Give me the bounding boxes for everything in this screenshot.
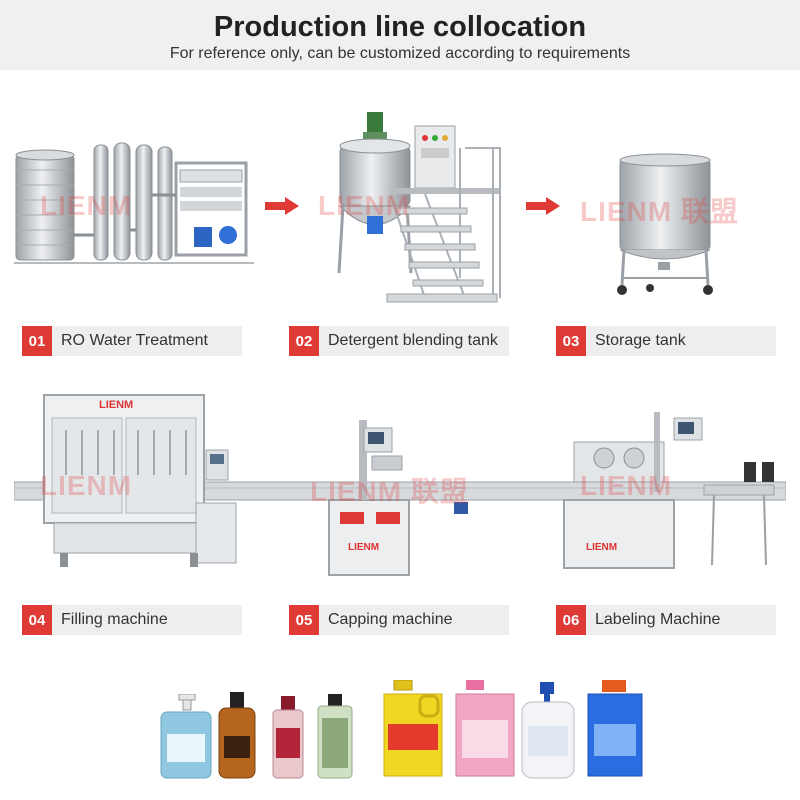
hand-soap-bottle-image: [160, 694, 212, 779]
step-label-text: Filling machine: [61, 611, 168, 628]
step-label-02: 02 Detergent blending tank: [289, 326, 509, 356]
ro-water-treatment-image: [14, 142, 254, 264]
step-label-text: Storage tank: [595, 332, 686, 349]
filler-brand-text: LIENM: [99, 399, 133, 411]
shampoo-bottle-image: [218, 692, 256, 779]
header-banner: Production line collocation For referenc…: [0, 0, 800, 70]
capper-brand-text: LIENM: [348, 542, 379, 553]
step-label-04: 04 Filling machine: [22, 605, 242, 635]
step-label-text: Capping machine: [328, 611, 453, 628]
shower-gel-bottle-image: [317, 694, 353, 779]
step-number-badge: 05: [289, 605, 319, 635]
step-number-badge: 04: [22, 605, 52, 635]
white-detergent-bottle-image: [521, 682, 575, 779]
step-number-badge: 06: [556, 605, 586, 635]
flow-arrow-icon: [526, 197, 560, 215]
labeler-brand-text: LIENM: [586, 542, 617, 553]
step-label-text: Detergent blending tank: [328, 332, 498, 349]
step-label-text: RO Water Treatment: [61, 332, 208, 349]
body-wash-bottle-image: [272, 696, 304, 779]
step-number-badge: 03: [556, 326, 586, 356]
step-label-text: Labeling Machine: [595, 611, 721, 628]
dish-detergent-jug-image: [383, 680, 443, 777]
step-label-01: 01 RO Water Treatment: [22, 326, 242, 356]
step-label-05: 05 Capping machine: [289, 605, 509, 635]
page-title: Production line collocation: [213, 11, 587, 43]
storage-tank-image: [617, 153, 713, 295]
flow-arrow-icon: [265, 197, 299, 215]
step-number-badge: 01: [22, 326, 52, 356]
blue-laundry-bottle-image: [587, 680, 643, 777]
step-label-06: 06 Labeling Machine: [556, 605, 776, 635]
step-label-03: 03 Storage tank: [556, 326, 776, 356]
production-line-image: LIENM LIENM LIENM: [14, 394, 786, 576]
detergent-blending-tank-image: [337, 112, 501, 303]
page-subtitle: For reference only, can be customized ac…: [169, 45, 631, 62]
pink-detergent-jug-image: [455, 680, 515, 777]
step-number-badge: 02: [289, 326, 319, 356]
